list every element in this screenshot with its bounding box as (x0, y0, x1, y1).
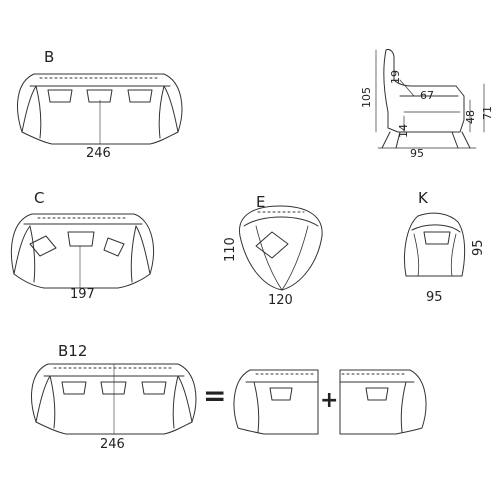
model-b-label: B (44, 48, 55, 66)
side-total-depth: 95 (410, 147, 424, 160)
sofa-b12-left-module (233, 369, 319, 435)
side-arm-height: 71 (481, 106, 494, 120)
side-back-angle: 19 (389, 70, 402, 84)
side-seat-height: 48 (464, 110, 477, 124)
sofa-b-top-view (17, 73, 183, 145)
side-seat-depth: 67 (420, 89, 434, 102)
model-b12-width: 246 (100, 437, 125, 452)
chair-k-cushion (423, 231, 451, 245)
model-b-width: 246 (86, 146, 111, 161)
sofa-c-cushions (29, 231, 125, 257)
model-e-label: E (256, 193, 266, 211)
chair-e-top-view (239, 205, 323, 291)
model-k-width: 95 (426, 290, 443, 305)
side-leg-height: 14 (397, 124, 410, 138)
plus-sign: + (320, 388, 339, 413)
model-c-width: 197 (70, 287, 95, 302)
model-k-depth: 95 (471, 239, 486, 256)
side-total-height: 105 (360, 87, 373, 108)
model-c-label: C (34, 189, 45, 207)
sofa-b12-right-module (339, 369, 427, 435)
chair-k-top-view (404, 212, 466, 277)
model-e-depth: 110 (223, 237, 238, 262)
model-k-label: K (418, 189, 428, 207)
sofa-b-cushions (47, 89, 153, 103)
sofa-b12-top-view (31, 363, 197, 435)
model-e-width: 120 (268, 293, 293, 308)
equals-sign: = (203, 379, 227, 412)
chair-e-cushion (255, 231, 289, 259)
side-view-profile (375, 49, 485, 149)
model-b12-label: B12 (58, 342, 88, 360)
sofa-c-top-view (11, 213, 154, 289)
